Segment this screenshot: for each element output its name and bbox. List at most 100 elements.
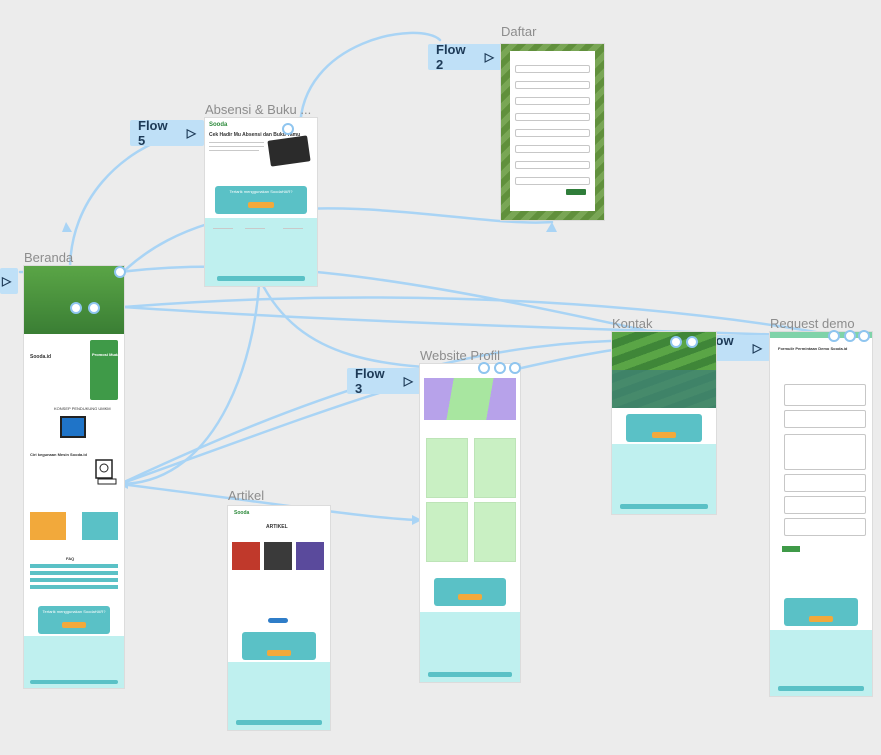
frame-title-absensi[interactable]: Absensi & Buku ... <box>205 102 312 117</box>
faq-item[interactable] <box>30 564 118 568</box>
frame-title-daftar[interactable]: Daftar <box>501 24 537 39</box>
article-thumbnail[interactable] <box>232 542 260 570</box>
machine-icon <box>95 459 117 485</box>
frame-title-kontak[interactable]: Kontak <box>612 316 653 331</box>
connector-handle[interactable] <box>114 266 126 278</box>
flow-2-label: Flow 2 <box>436 42 466 72</box>
connector-handle[interactable] <box>70 302 82 314</box>
play-icon[interactable]: ▷ <box>2 274 12 288</box>
text-line <box>213 228 233 229</box>
connector-handle[interactable] <box>858 330 870 342</box>
cta-button[interactable] <box>652 432 676 438</box>
flow-2-tag[interactable]: Flow 2 ▷ <box>428 42 502 72</box>
flow-5-tag[interactable]: Flow 5 ▷ <box>130 118 204 148</box>
frame-title-beranda[interactable]: Beranda <box>24 250 74 265</box>
connector-handle[interactable] <box>670 336 682 348</box>
frame-website-profil[interactable] <box>420 364 520 682</box>
logo: Sooda <box>234 510 250 516</box>
submit-button[interactable] <box>566 189 586 195</box>
page-heading: Cek Hadir Mu Absensi dan Buku Tamu <box>209 132 301 138</box>
form-input[interactable] <box>784 496 866 514</box>
cta-button[interactable] <box>62 622 86 628</box>
form-input[interactable] <box>784 410 866 428</box>
copyright-bar <box>620 504 708 509</box>
form-input[interactable] <box>515 97 590 105</box>
feature-card <box>30 512 66 540</box>
form-input[interactable] <box>515 81 590 89</box>
faq-item[interactable] <box>30 585 118 589</box>
form-input[interactable] <box>515 65 590 73</box>
copyright-bar <box>428 672 512 677</box>
frame-title-artikel[interactable]: Artikel <box>228 488 265 503</box>
cta-box: Tertarik menggunakan SoodaHAR? <box>38 606 110 634</box>
submit-button[interactable] <box>782 546 800 552</box>
connector-handle[interactable] <box>844 330 856 342</box>
faq-item[interactable] <box>30 578 118 582</box>
frame-request-demo[interactable]: Formulir Permintaan Demo Sooda.id <box>770 332 872 696</box>
connector-handle[interactable] <box>828 330 840 342</box>
connector-handle[interactable] <box>478 362 490 374</box>
frame-title-website-profil[interactable]: Website Profil <box>420 348 500 363</box>
flow-3-tag[interactable]: Flow 3 ▷ <box>347 366 421 396</box>
connector-handle[interactable] <box>282 123 294 135</box>
form-input[interactable] <box>515 113 590 121</box>
cta-box <box>784 598 858 626</box>
form-input[interactable] <box>515 161 590 169</box>
hero-banner <box>424 378 516 420</box>
play-icon[interactable]: ▷ <box>484 50 494 64</box>
footer <box>420 612 520 682</box>
faq-item[interactable] <box>30 571 118 575</box>
connector-handle[interactable] <box>494 362 506 374</box>
footer <box>770 630 872 696</box>
cta-button[interactable] <box>809 616 833 622</box>
connector-handle[interactable] <box>509 362 521 374</box>
text-line <box>209 142 264 143</box>
copyright-bar <box>778 686 864 691</box>
cta-button[interactable] <box>458 594 482 600</box>
feature-card <box>82 512 118 540</box>
contact-info-strip <box>612 370 716 408</box>
cta-box: Tertarik menggunakan SoodaHAR? <box>215 186 307 214</box>
cta-box <box>626 414 702 442</box>
frame-title-request-demo[interactable]: Request demo <box>770 316 855 331</box>
frame-beranda[interactable]: Sooda.id Promosi Mudah KONSEP PENDUKUNG … <box>24 266 124 688</box>
form-input[interactable] <box>515 129 590 137</box>
connector-handle[interactable] <box>686 336 698 348</box>
tablet-image <box>267 135 311 167</box>
form-input[interactable] <box>784 384 866 406</box>
form-input[interactable] <box>784 474 866 492</box>
hero-title: Sooda.id <box>30 354 52 360</box>
cta-button[interactable] <box>267 650 291 656</box>
frame-absensi[interactable]: Sooda Cek Hadir Mu Absensi dan Buku Tamu… <box>205 118 317 286</box>
section-heading: KONSEP PENDUKUNG UMKM <box>54 406 111 411</box>
form-input[interactable] <box>784 434 866 470</box>
flow-3-label: Flow 3 <box>355 366 385 396</box>
footer <box>228 662 330 730</box>
app-promo-card: Promosi Mudah <box>90 340 122 400</box>
cta-text: Tertarik menggunakan SoodaHAR? <box>42 609 106 614</box>
section-heading: Ciri kegunaan Mesin Sooda.id <box>30 452 87 457</box>
flow-start-tag[interactable]: ▷ <box>0 268 18 294</box>
play-icon[interactable]: ▷ <box>403 374 413 388</box>
hero-banner <box>24 266 124 334</box>
copyright-bar <box>236 720 322 725</box>
cta-button[interactable] <box>248 202 274 208</box>
frame-kontak[interactable] <box>612 332 716 514</box>
copyright-bar <box>30 680 118 684</box>
article-thumbnail[interactable] <box>296 542 324 570</box>
cta-text: Tertarik menggunakan SoodaHAR? <box>229 189 293 194</box>
form-input[interactable] <box>515 177 590 185</box>
form-input[interactable] <box>515 145 590 153</box>
connector-handle[interactable] <box>88 302 100 314</box>
play-icon[interactable]: ▷ <box>752 341 762 355</box>
load-more-button[interactable] <box>268 618 288 623</box>
play-icon[interactable]: ▷ <box>186 126 196 140</box>
cta-box <box>434 578 506 606</box>
flow-5-label: Flow 5 <box>138 118 168 148</box>
article-thumbnail[interactable] <box>264 542 292 570</box>
form-input[interactable] <box>784 518 866 536</box>
frame-daftar[interactable] <box>501 44 604 220</box>
frame-artikel[interactable]: Sooda ARTIKEL <box>228 506 330 730</box>
text-line <box>283 228 303 229</box>
